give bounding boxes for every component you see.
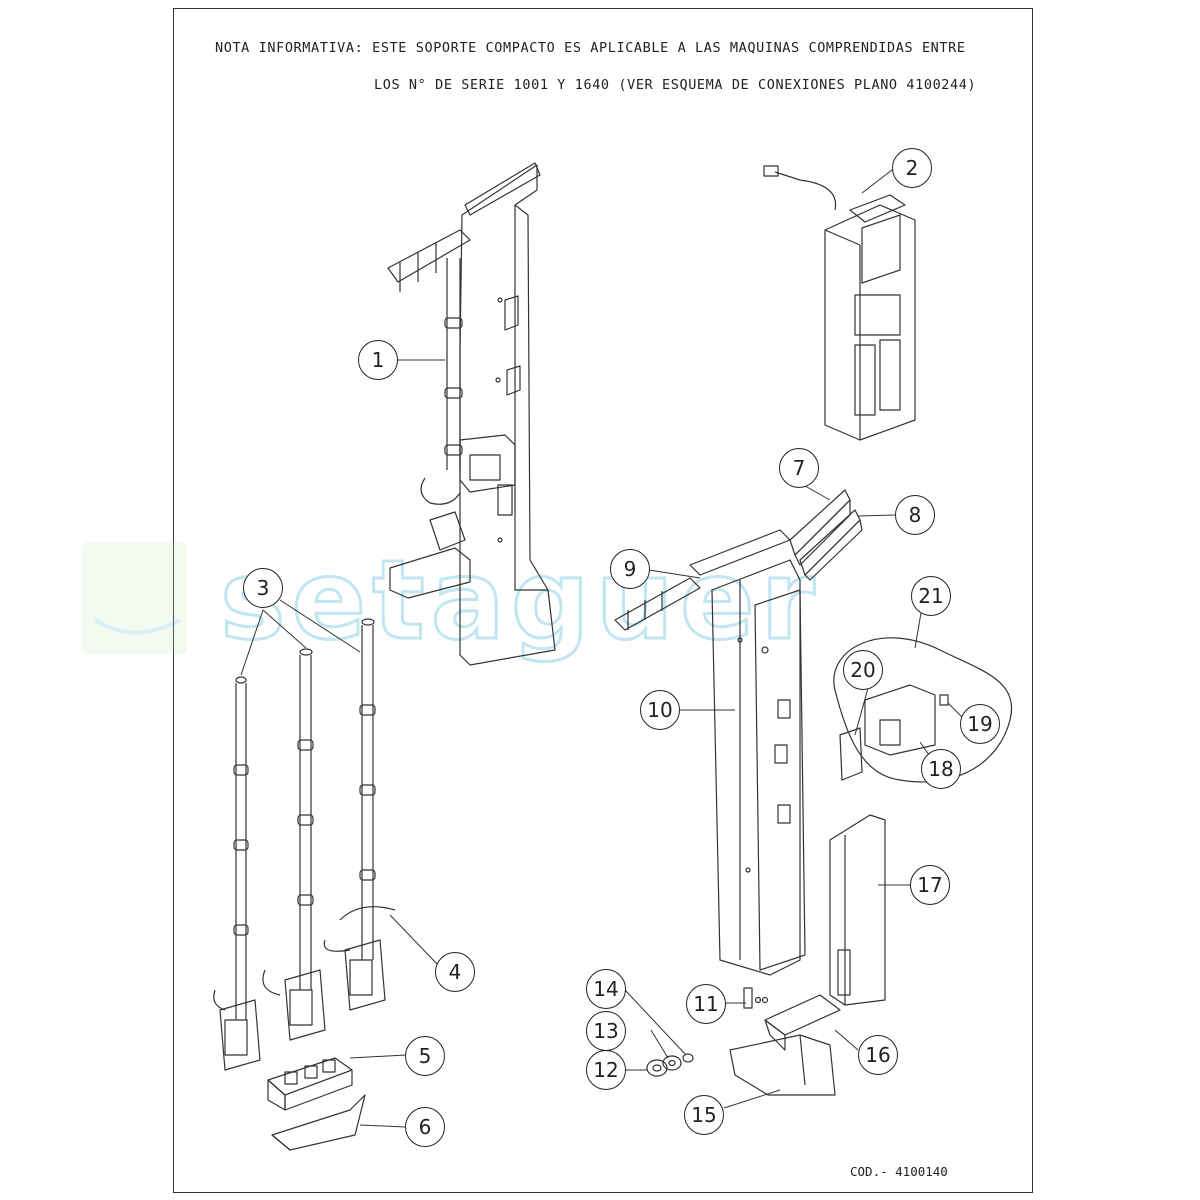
callout-2: 2 xyxy=(892,148,932,188)
watermark-text: setaguer xyxy=(219,536,821,664)
part-5-tube-tray xyxy=(267,1057,353,1111)
callout-17: 17 xyxy=(910,865,950,905)
part-19-clip xyxy=(939,694,949,706)
callout-1: 1 xyxy=(358,340,398,380)
callout-10: 10 xyxy=(640,690,680,730)
callout-18: 18 xyxy=(921,749,961,789)
callout-12: 12 xyxy=(586,1050,626,1090)
callout-7: 7 xyxy=(779,448,819,488)
part-18-module xyxy=(864,684,936,756)
callout-19: 19 xyxy=(960,704,1000,744)
callout-6: 6 xyxy=(405,1107,445,1147)
callout-3: 3 xyxy=(243,568,283,608)
callout-9: 9 xyxy=(610,549,650,589)
info-note-line-1: NOTA INFORMATIVA: ESTE SOPORTE COMPACTO … xyxy=(215,40,966,56)
part-3-coin-tubes xyxy=(233,618,376,1020)
part-21-detail-group xyxy=(833,637,1013,783)
callout-14: 14 xyxy=(586,969,626,1009)
part-2-coin-validator xyxy=(763,165,916,441)
callout-21: 21 xyxy=(911,576,951,616)
part-11-clip xyxy=(743,987,769,1009)
part-1-compact-support-assembly xyxy=(387,162,556,666)
part-4-dispenser-units xyxy=(213,906,396,1071)
part-12-13-14-washers xyxy=(646,1053,694,1077)
callout-5: 5 xyxy=(405,1036,445,1076)
part-9-tube-holder-bar xyxy=(614,529,791,631)
part-20-bracket xyxy=(839,727,863,781)
leader-lines xyxy=(240,169,964,1128)
callout-4: 4 xyxy=(435,952,475,992)
callout-20: 20 xyxy=(843,650,883,690)
callout-11: 11 xyxy=(686,984,726,1024)
callout-13: 13 xyxy=(586,1011,626,1051)
part-8-bracket xyxy=(799,509,863,581)
part-15-cover xyxy=(729,1034,836,1096)
callout-16: 16 xyxy=(858,1035,898,1075)
part-17-front-guard xyxy=(829,814,886,1006)
part-10-rear-plate xyxy=(711,559,806,976)
callout-8: 8 xyxy=(895,495,935,535)
callout-15: 15 xyxy=(684,1095,724,1135)
part-16-cover xyxy=(764,994,841,1051)
drawing-code: COD.- 4100140 xyxy=(850,1164,948,1179)
part-7-bracket xyxy=(789,489,851,566)
part-6-bottom-chute xyxy=(271,1094,366,1151)
info-note-line-2: LOS N° DE SERIE 1001 Y 1640 (VER ESQUEMA… xyxy=(374,77,977,93)
